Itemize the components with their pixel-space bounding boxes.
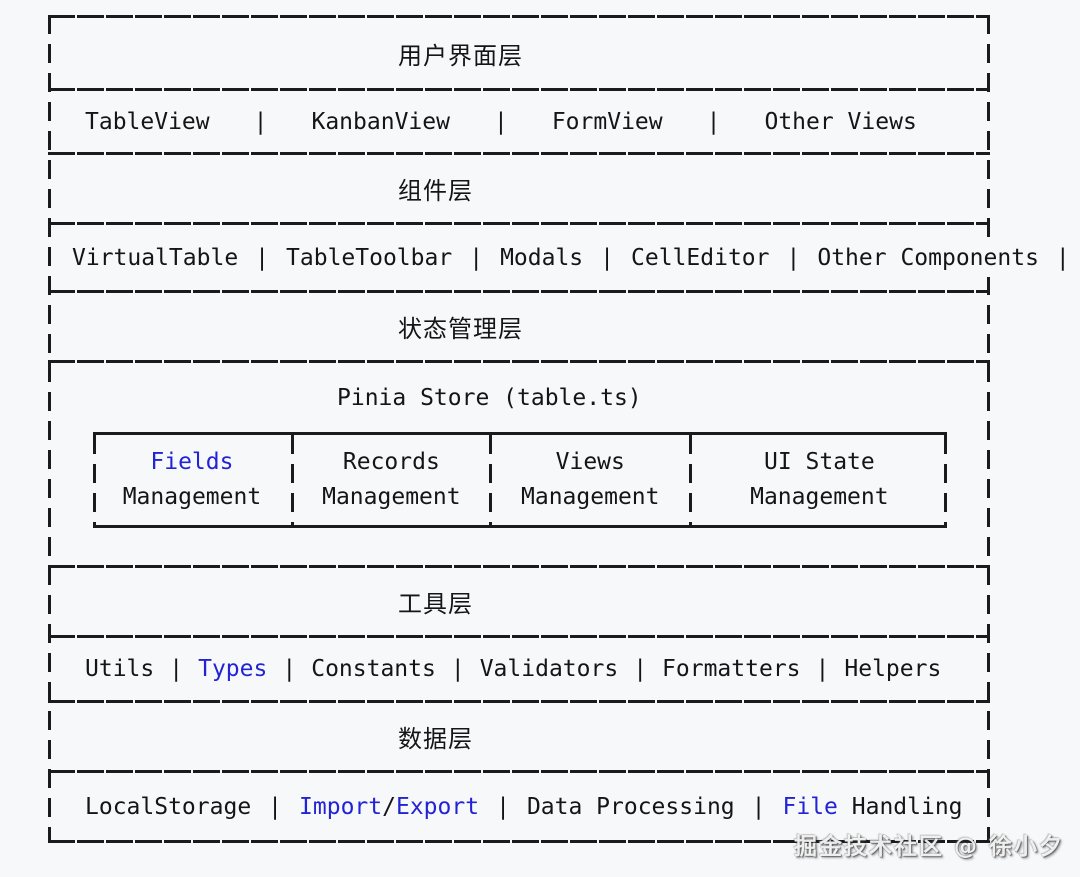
item-formview: FormView (551, 108, 663, 135)
layer-title-state: 状态管理层 (48, 293, 990, 360)
pipe-separator: | (600, 244, 615, 271)
item-constants: Constants (311, 656, 436, 682)
item-kanbanview: KanbanView (311, 108, 450, 135)
store-cell-divider (488, 435, 492, 525)
layer-items-ui: TableView | KanbanView | FormView | Other View… (48, 91, 990, 152)
divider-top (48, 15, 990, 18)
layer-title-data: 数据层 (48, 703, 990, 770)
layer-title-utils-label: 工具层 (398, 590, 473, 618)
store-cell-views: Views Management (492, 435, 689, 525)
item-tableview: TableView (85, 108, 210, 135)
layer-title-components: 组件层 (48, 155, 990, 222)
item-data-processing: Data Processing (526, 793, 735, 820)
pinia-store-box: Fields Management Records Management Vie… (93, 432, 947, 528)
pipe-separator: | (253, 108, 268, 135)
store-cell-records: Records Management (294, 435, 489, 525)
item-other-components: Other Components (817, 244, 1039, 271)
divider-2 (48, 152, 990, 155)
store-cell-records-line1: Records (342, 449, 440, 475)
layer-title-data-label: 数据层 (398, 725, 473, 753)
pipe-separator: | (255, 244, 270, 271)
divider-5 (48, 360, 990, 363)
item-file: File (782, 793, 838, 820)
store-cell-ui-state-line1: UI State (763, 449, 875, 475)
watermark: 掘金技术社区 @ 徐小夕 (793, 834, 1064, 860)
item-file-handling: File Handling (783, 794, 963, 820)
layer-items-utils: Utils | Types | Constants | Validators | Formatt… (48, 638, 990, 700)
divider-6 (48, 565, 990, 568)
layer-title-ui: 用户界面层 (48, 18, 990, 88)
item-formatters: Formatters (662, 656, 801, 682)
item-export: Export (395, 793, 480, 820)
store-cell-ui-state-line2: Management (750, 484, 889, 510)
divider-3 (48, 222, 990, 225)
pipe-separator: | (1055, 244, 1070, 271)
item-types: Types (198, 656, 268, 682)
store-cell-records-line2: Management (322, 484, 461, 510)
pipe-separator: | (282, 656, 297, 682)
store-cell-fields-line1: Fields (150, 449, 234, 475)
architecture-diagram: 用户界面层 TableView | KanbanView | FormView | Othe… (48, 15, 1080, 843)
store-cell-views-line2: Management (521, 484, 660, 510)
item-helpers: Helpers (844, 656, 942, 682)
layer-title-state-label: 状态管理层 (398, 315, 523, 343)
pipe-separator: | (751, 793, 766, 820)
item-tabletoolbar: TableToolbar (286, 244, 453, 271)
components-items-line: VirtualTable | TableToolbar | Modals | CellEdi… (70, 238, 1080, 277)
pipe-separator: | (469, 244, 484, 271)
store-cell-divider (688, 435, 692, 525)
divider-9 (48, 770, 990, 773)
pipe-separator: | (786, 244, 801, 271)
divider-1 (48, 88, 990, 91)
divider-4 (48, 290, 990, 293)
layer-title-utils: 工具层 (48, 568, 990, 635)
store-cell-divider (290, 435, 294, 525)
item-localstorage: LocalStorage (85, 793, 252, 820)
pipe-separator: | (706, 108, 721, 135)
item-modals: Modals (500, 244, 584, 271)
item-handling: Handling (837, 793, 963, 820)
layer-title-ui-label: 用户界面层 (398, 41, 523, 70)
item-validators: Validators (479, 656, 619, 682)
store-cell-views-line1: Views (555, 449, 625, 475)
divider-bottom (48, 840, 990, 843)
pinia-store-title: Pinia Store (table.ts) (48, 363, 990, 432)
store-cell-fields: Fields Management (93, 435, 291, 525)
item-slash: / (382, 793, 396, 820)
store-cell-ui-state: UI State Management (692, 435, 947, 525)
item-other-views: Other Views (764, 108, 917, 135)
divider-7 (48, 635, 990, 638)
layer-title-components-label: 组件层 (398, 177, 473, 205)
item-import-export: Import/Export (299, 794, 479, 820)
layer-items-components: VirtualTable | TableToolbar | Modals | CellEdi… (48, 225, 1080, 290)
store-cell-fields-line2: Management (122, 484, 262, 510)
pipe-separator: | (496, 793, 510, 820)
pipe-separator: | (815, 656, 830, 682)
item-utils: Utils (85, 656, 155, 682)
item-celleditor: CellEditor (631, 244, 770, 271)
pipe-separator: | (268, 793, 283, 820)
divider-8 (48, 700, 990, 703)
pinia-store-title-label: Pinia Store (table.ts) (337, 384, 642, 411)
item-virtualtable: VirtualTable (72, 244, 239, 271)
item-import: Import (299, 793, 383, 820)
pipe-separator: | (633, 656, 648, 682)
pipe-separator: | (450, 656, 465, 682)
pipe-separator: | (493, 108, 508, 135)
layer-items-data: LocalStorage | Import/Export | Data Processi… (48, 773, 990, 840)
pipe-separator: | (169, 656, 184, 682)
pinia-store-section: Pinia Store (table.ts) Fields Management… (48, 363, 990, 565)
